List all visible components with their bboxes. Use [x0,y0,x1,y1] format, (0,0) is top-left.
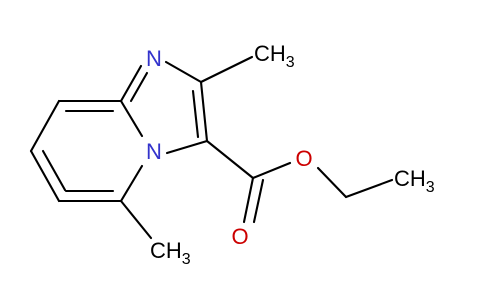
bond-ester-o-ch2 [316,166,348,199]
ethyl-subscript: 3 [426,179,435,196]
bond-carbonyl-o-double-b [252,178,265,224]
bond-ch2-ch3 [344,178,394,199]
bond-n4-c8a [119,99,144,138]
atom-label-n-bridge: N [146,139,162,164]
bond-c2-methyl [199,55,254,84]
bond-c5-n4 [119,164,144,203]
bond-carbonyl-o-double-a [242,176,255,224]
atom-label-methyl-top: CH3 [254,41,295,71]
bond-c7-c6 [29,149,61,203]
methyl-bottom-subscript: 3 [182,251,191,268]
pyridine-ring [29,99,144,203]
bond-c8-c7 [29,99,61,153]
imidazole-ring [119,60,209,155]
methyl-bottom-text: CH [150,238,182,263]
ethyl-text: CH [394,166,426,191]
atom-labels: N N CH3 CH3 O O CH3 [146,41,435,268]
atom-label-n-imine: N [146,46,162,71]
bond-c3-carbonyl [205,139,255,180]
bond-c2-c3-inner [191,89,200,139]
bond-c5-methyl [119,199,153,240]
bond-carbonyl-ester-o [251,161,292,180]
bond-c2-c3 [199,80,209,143]
bond-c8a-n1 [119,64,143,103]
bond-c3-n4 [165,139,209,155]
substituents [119,55,394,240]
atom-label-carbonyl-o: O [231,224,248,249]
atom-label-ethyl-ch3: CH3 [394,166,435,196]
atom-label-methyl-bottom: CH3 [150,238,191,268]
bond-n1-c2 [164,60,203,84]
atom-label-ester-o: O [295,146,312,171]
methyl-top-subscript: 3 [286,54,295,71]
bond-c7-c6-inner [41,149,67,192]
methyl-top-text: CH [254,41,286,66]
bond-c8a-n1-inner [129,71,149,103]
